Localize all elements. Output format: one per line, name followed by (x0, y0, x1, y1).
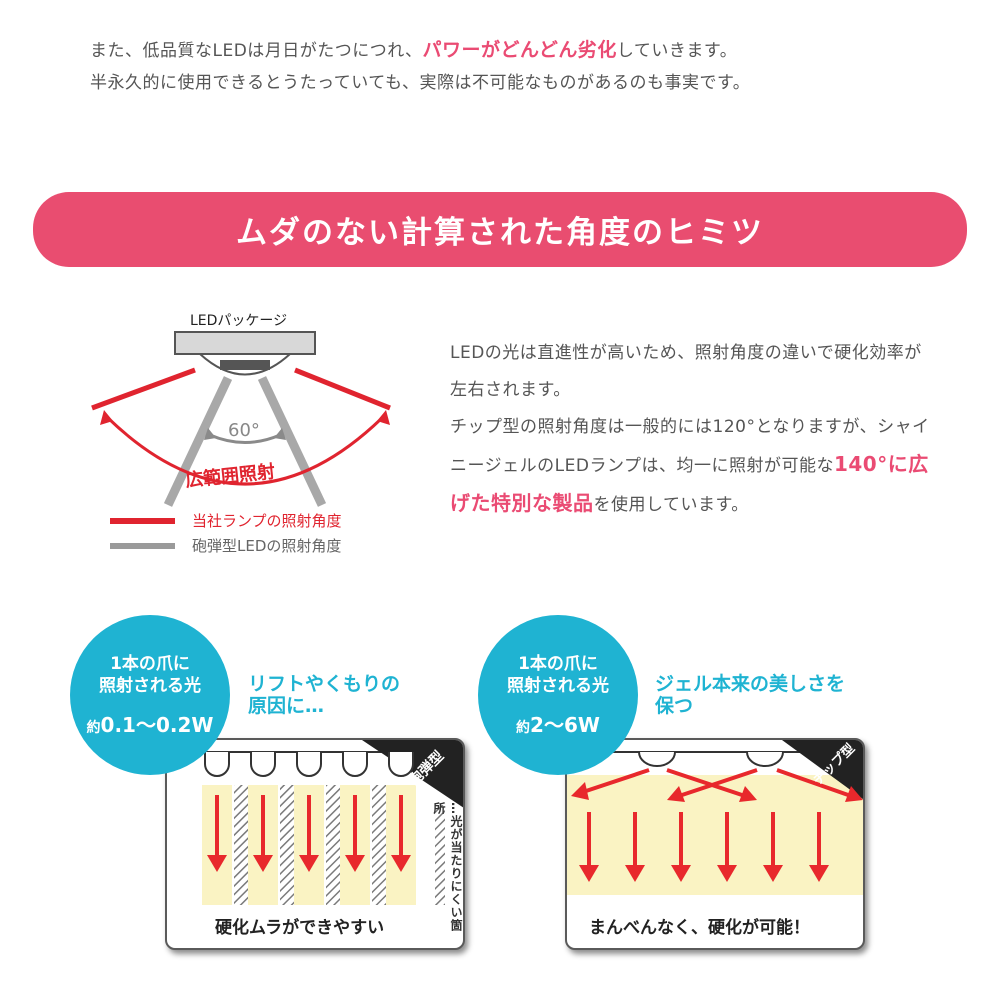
description-part-3: を使用しています。 (593, 495, 749, 515)
gray-beam-left (163, 376, 233, 507)
chip-caption-line-2: 保つ (655, 695, 694, 717)
chip-circle-power: 約2〜6W (516, 709, 600, 738)
intro-line-2: 半永久的に使用できるとうたっていても、実際は不可能なものがあるのも事実です。 (90, 73, 751, 93)
gray-arc-arrowhead-right (274, 428, 286, 440)
bullet-bottom-text: 硬化ムラができやすい (215, 917, 385, 938)
bullet-power-circle: 1本の爪に 照射される光 約0.1〜0.2W (70, 615, 230, 775)
bullet-circle-line-1: 1本の爪に (110, 653, 190, 674)
banner-title: ムダのない計算された角度のヒミツ (236, 215, 764, 251)
hatch-band-1 (234, 785, 248, 905)
chip-led-1 (638, 751, 676, 767)
gray-arc-arrowhead-left (204, 428, 216, 440)
red-arc-arrowhead-right (377, 410, 390, 425)
chip-circle-value: 2〜6W (530, 712, 600, 737)
legend-swatch-own (110, 518, 175, 524)
chip-bottom-text: まんべんなく、硬化が可能！ (589, 917, 810, 938)
intro-line-1-pre: また、低品質なLEDは月日がたつにつれ、 (90, 41, 423, 61)
description-part-2: チップ型の照射角度は一般的には120°となりますが、シャイニージェルのLEDラン… (450, 417, 930, 476)
bullet-caption: リフトやくもりの 原因に… (248, 673, 400, 717)
gray-beam-right (257, 376, 327, 507)
hatch-band-2 (280, 785, 294, 905)
chip-power-circle: 1本の爪に 照射される光 約2〜6W (478, 615, 638, 775)
red-beam-right (294, 367, 391, 411)
intro-highlight: パワーがどんどん劣化 (422, 39, 617, 61)
hatch-band-4 (372, 785, 386, 905)
angle-diagram-svg (91, 331, 391, 549)
bullet-caption-line-1: リフトやくもりの (248, 673, 401, 695)
angle-diagram: LEDパッケージ 60° 広範囲照射 当社ランプの照射角度 砲弾型LEDの照射角… (80, 300, 410, 570)
angle-label: 60° (228, 420, 260, 441)
bullet-led-4 (342, 752, 368, 777)
red-angle-arc (106, 416, 384, 486)
legend-swatch-bullet (110, 543, 175, 549)
bullet-arrows (207, 795, 411, 872)
bullet-type-illustration (197, 740, 463, 905)
hatch-legend-sample (435, 805, 445, 905)
gray-angle-arc (209, 433, 281, 444)
legend-label-own: 当社ランプの照射角度 (192, 512, 342, 530)
bullet-led-3 (296, 752, 322, 777)
chip-caption-line-1: ジェル本来の美しさを (655, 673, 846, 695)
led-package-label: LEDパッケージ (190, 313, 288, 329)
bullet-circle-prefix: 約 (86, 719, 101, 736)
section-banner: ムダのない計算された角度のヒミツ (33, 192, 967, 267)
intro-text: また、低品質なLEDは月日がたつにつれ、パワーがどんどん劣化していきます。 半永… (90, 34, 970, 99)
description-part-1: LEDの光は直進性が高いため、照射角度の違いで硬化効率が左右されます。 (450, 343, 922, 400)
intro-line-1: また、低品質なLEDは月日がたつにつれ、パワーがどんどん劣化していきます。 (90, 34, 970, 67)
chip-led-2 (746, 751, 784, 767)
legend-label-bullet: 砲弾型LEDの照射角度 (192, 537, 342, 555)
bullet-circle-line-2: 照射される光 (99, 675, 201, 696)
chip-circle-prefix: 約 (516, 719, 531, 736)
chip-type-panel: チップ型 まんべんなく、硬化が可能！ (565, 738, 865, 950)
led-package-body (174, 331, 316, 355)
description-highlight: 140°に広げた特別な製品 (450, 452, 929, 515)
bullet-type-panel: 砲弾型 …光が当たりにくい箇所 硬化ムラができやすい (165, 738, 465, 950)
hatch-band-3 (326, 785, 340, 905)
bullet-led-2 (250, 752, 276, 777)
intro-line-1-post: していきます。 (616, 41, 738, 61)
chip-arrows (571, 768, 863, 882)
bullet-side-note: …光が当たりにくい箇所 (432, 802, 463, 932)
bullet-led-1 (204, 752, 230, 777)
chip-circle-line-1: 1本の爪に (518, 653, 598, 674)
description-text: LEDの光は直進性が高いため、照射角度の違いで硬化効率が左右されます。 チップ型… (450, 335, 930, 524)
bullet-circle-power: 約0.1〜0.2W (87, 709, 214, 738)
bullet-circle-value: 0.1〜0.2W (100, 712, 214, 737)
red-arc-arrowhead-left (100, 410, 113, 425)
chip-yellow-area (567, 775, 863, 895)
red-beam-left (91, 367, 196, 411)
bullet-tag-bg (362, 740, 463, 808)
led-chip (220, 360, 270, 370)
chip-type-illustration (567, 740, 863, 895)
bullet-caption-line-2: 原因に… (248, 695, 325, 717)
chip-circle-line-2: 照射される光 (507, 675, 609, 696)
chip-caption: ジェル本来の美しさを 保つ (655, 673, 845, 717)
bullet-led-5 (388, 752, 414, 777)
